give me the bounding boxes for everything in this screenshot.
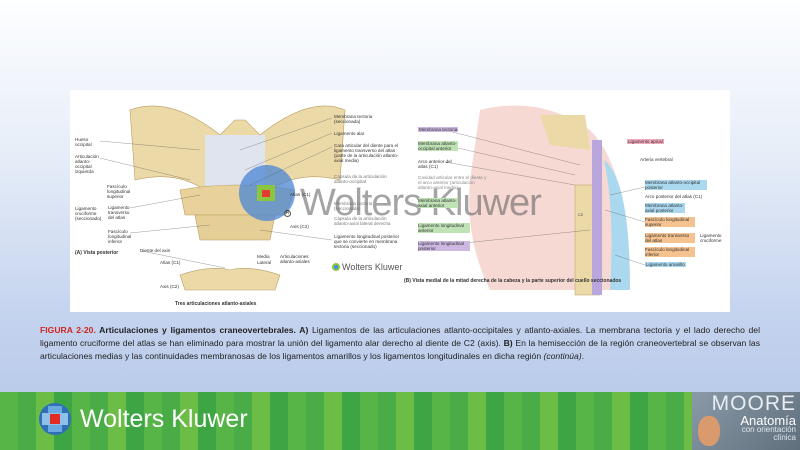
book-badge: MOORE Anatomía con orientación clínica [692,392,800,450]
caption-continues: (continúa) [543,351,582,361]
book-subtitle: Anatomía [740,413,796,428]
label-b-pll: Ligamento longitudinal posterior [418,241,470,251]
caption-end: . [581,351,585,361]
brand-name: Wolters Kluwer [80,404,248,433]
caption-a-marker: A) [299,325,309,335]
label-b-transverse: Ligamento transverso del atlas [645,233,695,243]
brand-logo: Wolters Kluwer [38,402,248,436]
anatomy-face-icon [698,416,720,446]
label-axis-small: Axis (C2) [160,284,179,289]
panel-a-title: (A) Vista posterior [75,250,119,256]
label-b-c2: C2 [578,212,584,217]
book-title: MOORE [711,392,796,415]
label-fli: Fascículo longitudinal inferior [108,229,132,244]
wolters-kluwer-logo-icon [39,403,71,435]
label-b-fls: Fascículo longitudinal superior [645,217,695,227]
label-alar: Ligamento alar [334,131,365,136]
label-dens-facet: Cara articular del diente para el ligame… [334,143,399,163]
label-b-artery: Arteria vertebral [640,157,673,162]
label-b-flavum: Ligamento amarillo [645,262,686,267]
label-b-aom-ant: Membrana atlanto-occipital anterior [418,141,458,151]
label-atlas-small: Atlas (C1) [160,260,181,265]
caption-b-text: En la hemisección de la región craneover… [40,338,760,361]
label-occipital: Hueso occipital [75,137,92,147]
label-axis: Axis (C2) [290,224,309,229]
footer-banner: Wolters Kluwer [0,392,800,450]
label-b-fli: Fascículo longitudinal inferior [645,247,695,257]
label-transverse: Ligamento transverso del atlas [108,205,130,220]
label-b-aam-post: Membrana atlanto-axial posterior [645,203,685,213]
label-tectorial-2: Membrana tectoria (seccionada) [334,201,373,211]
caption-title: Articulaciones y ligamentos craneoverteb… [95,325,300,335]
label-ao-joint: Articulación atlanto-occipital izquierda [75,154,99,174]
label-b-tectorial: Membrana tectoria [418,127,459,132]
figure-caption: FIGURA 2-20. Articulaciones y ligamentos… [40,324,760,363]
label-lateral: Lateral [257,260,272,265]
label-dens: Diente del axis [140,248,171,253]
label-ao-capsule: Cápsula de la articulación atlanto-occip… [334,174,387,184]
label-b-cavity: Cavidad articular entre el diente y el a… [418,175,487,190]
label-tectorial: Membrana tectoria (seccionada) [334,114,373,124]
label-aa-joints: Articulaciones atlanto-axiales [280,254,310,264]
label-pll: Ligamento longitudinal posterior que se … [334,234,400,249]
label-b-cruciform: Ligamento cruciforme [700,233,722,243]
anatomy-figure: Wolters Kluwer Wolters Kluwer Hueso occi… [70,90,730,312]
panel-a-subcaption: Tres articulaciones atlanto-axiales [175,301,257,307]
label-atlas: Atlas (C1) [290,192,311,197]
label-b-post-arch: Arco posterior del atlas (C1) [645,194,703,199]
caption-figure-number: FIGURA 2-20. [40,325,96,335]
label-b-aam-ant: Membrana atlanto-axial anterior [418,198,458,208]
book-subtitle-2: con orientación clínica [741,425,796,442]
label-b-aom-post: Membrana atlanto-occipital posterior [645,180,707,190]
wk-logo-icon [332,263,340,271]
caption-a-text: Ligamentos de las articulaciones atlanto… [40,325,760,348]
label-b-apical: Ligamento apical [627,139,664,144]
figure-illustration [99,105,646,296]
label-b-all: Ligamento longitudinal anterior [418,223,470,233]
label-b-ant-arch: Arco anterior del atlas (C1) [418,159,452,169]
label-fls: Fascículo longitudinal superior [107,184,131,199]
right-marker: R [284,210,291,217]
label-aa-capsule: Cápsula de la articulación atlanto-axial… [334,216,391,226]
caption-b-marker: B) [503,338,513,348]
watermark-small: Wolters Kluwer [332,262,402,272]
label-cruciform: Ligamento cruciforme (seccionado) [75,206,102,221]
panel-b-title: (B) Vista medial de la mitad derecha de … [404,278,622,284]
label-media: Media [257,254,270,259]
